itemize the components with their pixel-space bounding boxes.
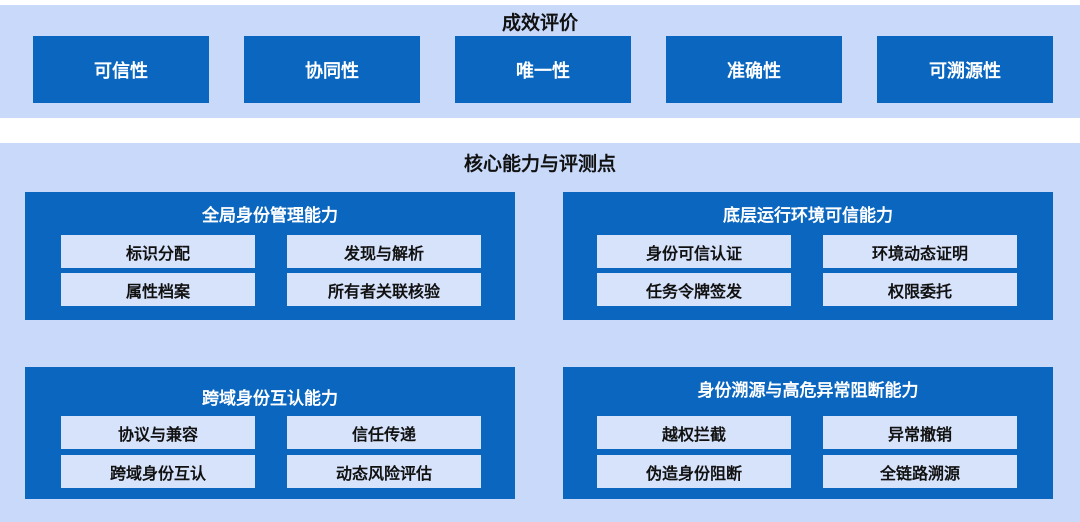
core-capabilities-panel: 核心能力与评测点 全局身份管理能力 标识分配 发现与解析 属性档案 所有者关联核… [0, 143, 1080, 522]
capability-title: 跨域身份互认能力 [202, 388, 338, 409]
test-point: 协议与兼容 [61, 416, 255, 449]
capability-cross-domain-mutual-recognition: 跨域身份互认能力 协议与兼容 信任传递 跨域身份互认 动态风险评估 [25, 367, 515, 499]
criterion-credibility: 可信性 [33, 36, 209, 103]
criterion-uniqueness: 唯一性 [455, 36, 631, 103]
test-point: 所有者关联核验 [287, 273, 481, 306]
criterion-collaboration: 协同性 [244, 36, 420, 103]
capability-title: 全局身份管理能力 [202, 205, 338, 226]
test-point: 权限委托 [823, 273, 1017, 306]
capability-title: 底层运行环境可信能力 [723, 205, 893, 226]
test-point: 越权拦截 [597, 416, 791, 449]
criterion-accuracy: 准确性 [666, 36, 842, 103]
test-point: 发现与解析 [287, 235, 481, 268]
evaluation-title: 成效评价 [501, 12, 578, 34]
capability-title: 身份溯源与高危异常阻断能力 [697, 380, 919, 401]
test-point: 跨域身份互认 [61, 455, 255, 488]
test-point: 环境动态证明 [823, 235, 1017, 268]
capability-global-identity-management: 全局身份管理能力 标识分配 发现与解析 属性档案 所有者关联核验 [25, 192, 515, 320]
test-point: 任务令牌签发 [597, 273, 791, 306]
capability-traceability-anomaly-blocking: 身份溯源与高危异常阻断能力 越权拦截 异常撤销 伪造身份阻断 全链路溯源 [563, 367, 1053, 499]
evaluation-panel: 成效评价 可信性 协同性 唯一性 准确性 可溯源性 [0, 5, 1080, 118]
test-point: 标识分配 [61, 235, 255, 268]
criterion-traceability: 可溯源性 [877, 36, 1053, 103]
test-point: 信任传递 [287, 416, 481, 449]
test-point: 伪造身份阻断 [597, 455, 791, 488]
capability-runtime-environment-trust: 底层运行环境可信能力 身份可信认证 环境动态证明 任务令牌签发 权限委托 [563, 192, 1053, 320]
test-point: 身份可信认证 [597, 235, 791, 268]
test-point: 全链路溯源 [823, 455, 1017, 488]
core-title: 核心能力与评测点 [463, 153, 616, 175]
test-point: 动态风险评估 [287, 455, 481, 488]
test-point: 属性档案 [61, 273, 255, 306]
test-point: 异常撤销 [823, 416, 1017, 449]
